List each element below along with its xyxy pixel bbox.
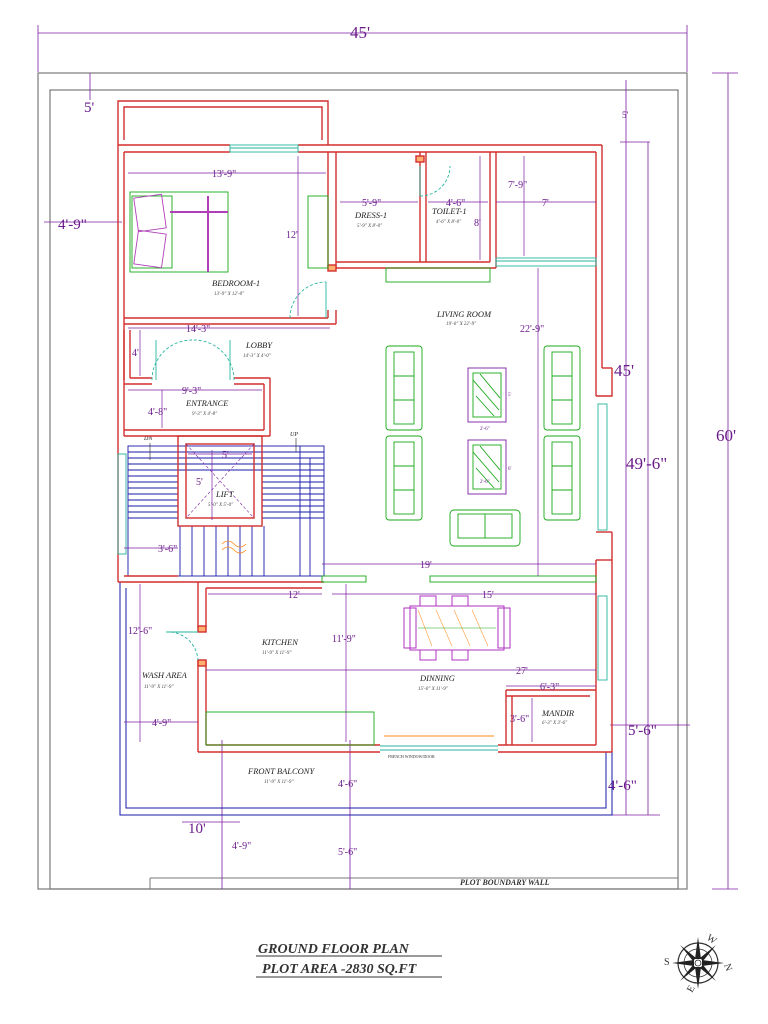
dim-7: 7' <box>542 198 549 209</box>
dim-27: 27' <box>516 666 528 677</box>
wash-size: 11'-9" X 11'-9" <box>144 685 174 690</box>
dim-mandir-depth: 3'-6" <box>510 714 529 725</box>
dim-stair-3-6: 3'-6" <box>158 544 177 555</box>
dim-19: 19' <box>420 560 432 571</box>
compass-s: S <box>664 957 670 968</box>
stair-break-symbol <box>221 540 247 554</box>
french-door-label: FRENCH WINDOW/DOOR <box>388 754 435 759</box>
dim-balcony-4-6: 4'-6" <box>338 779 357 790</box>
right-5-6-label: 5'-6" <box>628 723 657 739</box>
outer-dimensions <box>37 25 738 890</box>
right-45-label: 45' <box>614 361 634 380</box>
dim-kitchen-depth: 11'-9" <box>332 634 356 645</box>
lift-name: LIFT <box>215 489 235 499</box>
compass-n: N <box>721 962 734 973</box>
bedroom-size: 13'-9" X 12'-0" <box>214 292 245 297</box>
plot-area-label: PLOT AREA -2830 SQ.FT <box>262 962 418 977</box>
sofas <box>385 345 581 547</box>
dim-coffee-d: 6' <box>508 467 512 472</box>
overall-width-label: 45' <box>350 23 370 42</box>
overall-height-label: 60' <box>716 426 736 445</box>
stair-dn-label: DN <box>143 436 153 442</box>
wash-name: WASH AREA <box>142 670 188 680</box>
entrance-name: ENTRANCE <box>185 398 229 408</box>
left-setback-label: 4'-9" <box>58 217 87 233</box>
dress-size: 5'-9" X 8'-0" <box>357 224 383 229</box>
living-size: 19'-0" X 22'-9" <box>446 322 477 327</box>
lift-size: 5'-0" X 5'-0" <box>208 503 234 508</box>
dim-living-depth: 22'-9" <box>520 324 544 335</box>
toilet-name: TOILET-1 <box>432 206 467 216</box>
dim-entrance-depth: 4'-8" <box>148 407 167 418</box>
dim-entrance-width: 9'-3" <box>182 386 201 397</box>
top-setback-label: 5' <box>84 100 95 116</box>
balcony-parapet <box>119 582 613 816</box>
balcony-size: 11'-9" X 11'-9" <box>264 780 294 785</box>
lift-shaft <box>185 443 255 519</box>
interior-dimensions <box>124 156 596 742</box>
kitchen-name: KITCHEN <box>261 637 299 647</box>
balcony-name: FRONT BALCONY <box>247 766 315 776</box>
dim-dinning-width: 15' <box>482 590 494 601</box>
lobby-size: 14'-3" X 4'-0" <box>243 354 272 359</box>
dim-wash-width: 4'-9" <box>152 718 171 729</box>
dining-table-top <box>417 609 496 647</box>
dim-lobby-width: 14'-3" <box>186 324 210 335</box>
bed-pillows <box>133 193 228 272</box>
mandir-size: 6'-3" X 3'-6" <box>542 721 568 726</box>
staircase <box>127 445 325 577</box>
dim-mandir-width: 6'-3" <box>540 682 559 693</box>
right-4-6-label: 4'-6" <box>608 778 637 794</box>
coffee-tables <box>467 367 507 495</box>
dim-lobby-depth: 4' <box>132 348 139 359</box>
mandir-name: MANDIR <box>541 708 575 718</box>
dim-front-4-9: 4'-9" <box>232 841 251 852</box>
front-setback-label: 10' <box>188 821 206 837</box>
dinning-size: 15'-0" X 11'-9" <box>418 687 449 692</box>
dim-lift-depth: 5' <box>196 477 203 488</box>
toilet-size: 4'-6" X 8'-0" <box>436 220 462 225</box>
dim-coffee-c: 5' <box>508 393 512 398</box>
dim-wash-depth: 12'-6" <box>128 626 152 637</box>
dim-bedroom-depth: 12' <box>286 230 298 241</box>
dim-kitchen-width: 12' <box>288 590 300 601</box>
compass-e: E <box>685 984 698 995</box>
dress-name: DRESS-1 <box>354 210 387 220</box>
dim-7-9: 7'-9" <box>508 180 527 191</box>
bed <box>129 191 229 273</box>
plan-title: GROUND FLOOR PLAN <box>258 942 410 957</box>
top-right-setback-label: 5' <box>622 110 629 120</box>
windows-doors <box>117 144 608 751</box>
right-49-6-label: 49'-6" <box>626 454 667 473</box>
entrance-size: 9'-3" X 4'-8" <box>192 412 218 417</box>
dim-front-5-6: 5'-6" <box>338 847 357 858</box>
lobby-name: LOBBY <box>245 340 273 350</box>
dim-bedroom-width: 13'-9" <box>212 169 236 180</box>
compass-icon: S W N E <box>664 932 734 994</box>
dim-coffee-a: 2'-6" <box>480 427 490 432</box>
dining-table <box>403 595 511 661</box>
bedroom-name: BEDROOM-1 <box>212 278 260 288</box>
dim-toilet-depth: 8' <box>474 218 481 229</box>
plot-boundary <box>37 72 688 890</box>
kitchen-size: 11'-9" X 11'-9" <box>262 651 292 656</box>
dinning-name: DINNING <box>419 673 455 683</box>
dim-coffee-b: 2'-6" <box>480 480 490 485</box>
dim-toilet-width: 4'-6" <box>446 198 465 209</box>
wardrobes <box>205 195 597 746</box>
dim-lift-width: 5' <box>222 450 229 461</box>
living-name: LIVING ROOM <box>436 309 492 319</box>
stair-up-label: UP <box>290 432 298 438</box>
plot-boundary-label: PLOT BOUNDARY WALL <box>460 878 550 887</box>
dim-dress-width: 5'-9" <box>362 198 381 209</box>
